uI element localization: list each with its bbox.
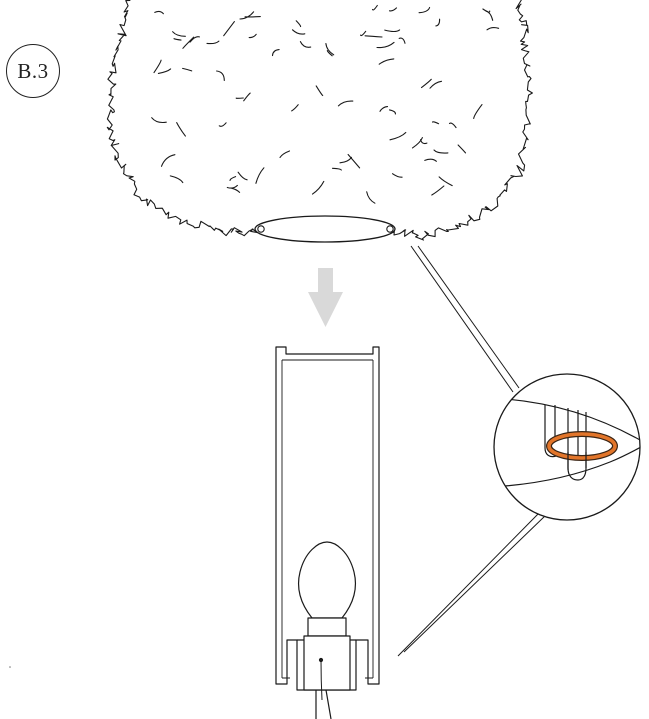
feather-tuft — [216, 70, 225, 82]
feather-tuft — [157, 68, 172, 74]
feather-tuft — [388, 109, 396, 115]
feather-tuft — [420, 78, 432, 89]
feather-tuft — [457, 144, 467, 154]
feather-tuft — [398, 37, 406, 44]
feather-tuft — [391, 173, 403, 178]
feather-tuft — [424, 158, 437, 162]
feather-tuft — [384, 29, 401, 33]
feather-tuft — [172, 31, 186, 37]
feather-tuft — [388, 7, 398, 12]
feather-tuft — [486, 26, 500, 31]
opening-clip-left — [257, 225, 265, 233]
feather-tuft — [378, 58, 395, 65]
feather-tuft — [429, 80, 443, 89]
feather-tuft — [360, 30, 367, 37]
feather-tuft — [295, 20, 302, 28]
callout-lines — [397, 245, 547, 657]
rubber-ring-icon — [546, 431, 618, 470]
feather-tuft — [176, 122, 186, 137]
feather-tuft — [473, 104, 483, 120]
feather-tuft — [389, 131, 407, 141]
feather-tuft — [311, 180, 325, 195]
shade-tufts — [151, 4, 500, 204]
feather-tuft — [326, 49, 333, 57]
feather-tuft — [226, 184, 238, 189]
feather-tuft — [271, 49, 280, 57]
feather-tuft — [299, 41, 312, 48]
feather-tuft — [379, 106, 389, 112]
feather-shade-icon — [106, 0, 533, 243]
feather-tuft — [182, 36, 195, 49]
feather-tuft — [485, 10, 494, 21]
feather-tuft — [411, 137, 423, 149]
feather-tuft — [160, 154, 176, 167]
feather-tuft — [229, 176, 237, 182]
shade-opening — [254, 215, 396, 243]
feather-tuft — [376, 41, 395, 49]
feather-tuft — [418, 6, 431, 14]
feather-tuft — [231, 187, 241, 193]
feather-tuft — [243, 92, 251, 102]
feather-tuft — [239, 11, 255, 20]
feather-tuft — [325, 42, 335, 56]
feather-tuft — [151, 117, 167, 124]
feather-tuft — [371, 4, 378, 11]
feather-tuft — [182, 67, 193, 72]
feather-tuft — [431, 121, 440, 125]
feather-tuft — [331, 167, 342, 171]
step-badge: B.3 — [6, 44, 60, 98]
opening-clip-right — [386, 225, 394, 233]
down-arrow-icon — [308, 268, 343, 327]
feather-tuft — [339, 156, 353, 164]
feather-tuft — [448, 122, 457, 129]
feather-tuft — [154, 10, 164, 15]
feather-tuft — [218, 122, 227, 127]
feather-tuft — [189, 36, 200, 43]
feather-tuft — [291, 29, 306, 35]
shade-outline — [106, 0, 533, 241]
feather-tuft — [169, 175, 184, 184]
feather-tuft — [337, 100, 354, 107]
feather-tuft — [364, 35, 383, 38]
feather-tuft — [255, 167, 265, 184]
feather-tuft — [366, 191, 376, 204]
feather-tuft — [173, 38, 182, 41]
lamp-base-icon — [275, 346, 380, 719]
feather-tuft — [435, 18, 441, 27]
feather-tuft — [433, 149, 449, 154]
bulb-icon — [297, 541, 357, 701]
feather-tuft — [223, 21, 235, 37]
feather-tuft — [206, 40, 220, 45]
feather-tuft — [237, 171, 248, 181]
feather-tuft — [438, 176, 453, 187]
feather-tuft — [153, 59, 162, 74]
feather-tuft — [315, 85, 324, 97]
feather-tuft — [431, 185, 445, 196]
feather-tuft — [279, 150, 291, 158]
feather-tuft — [248, 33, 257, 39]
scan-dot — [9, 666, 11, 668]
feather-tuft — [347, 153, 361, 169]
step-label: B.3 — [17, 58, 49, 83]
detail-callout — [493, 373, 641, 521]
feather-tuft — [291, 104, 299, 112]
